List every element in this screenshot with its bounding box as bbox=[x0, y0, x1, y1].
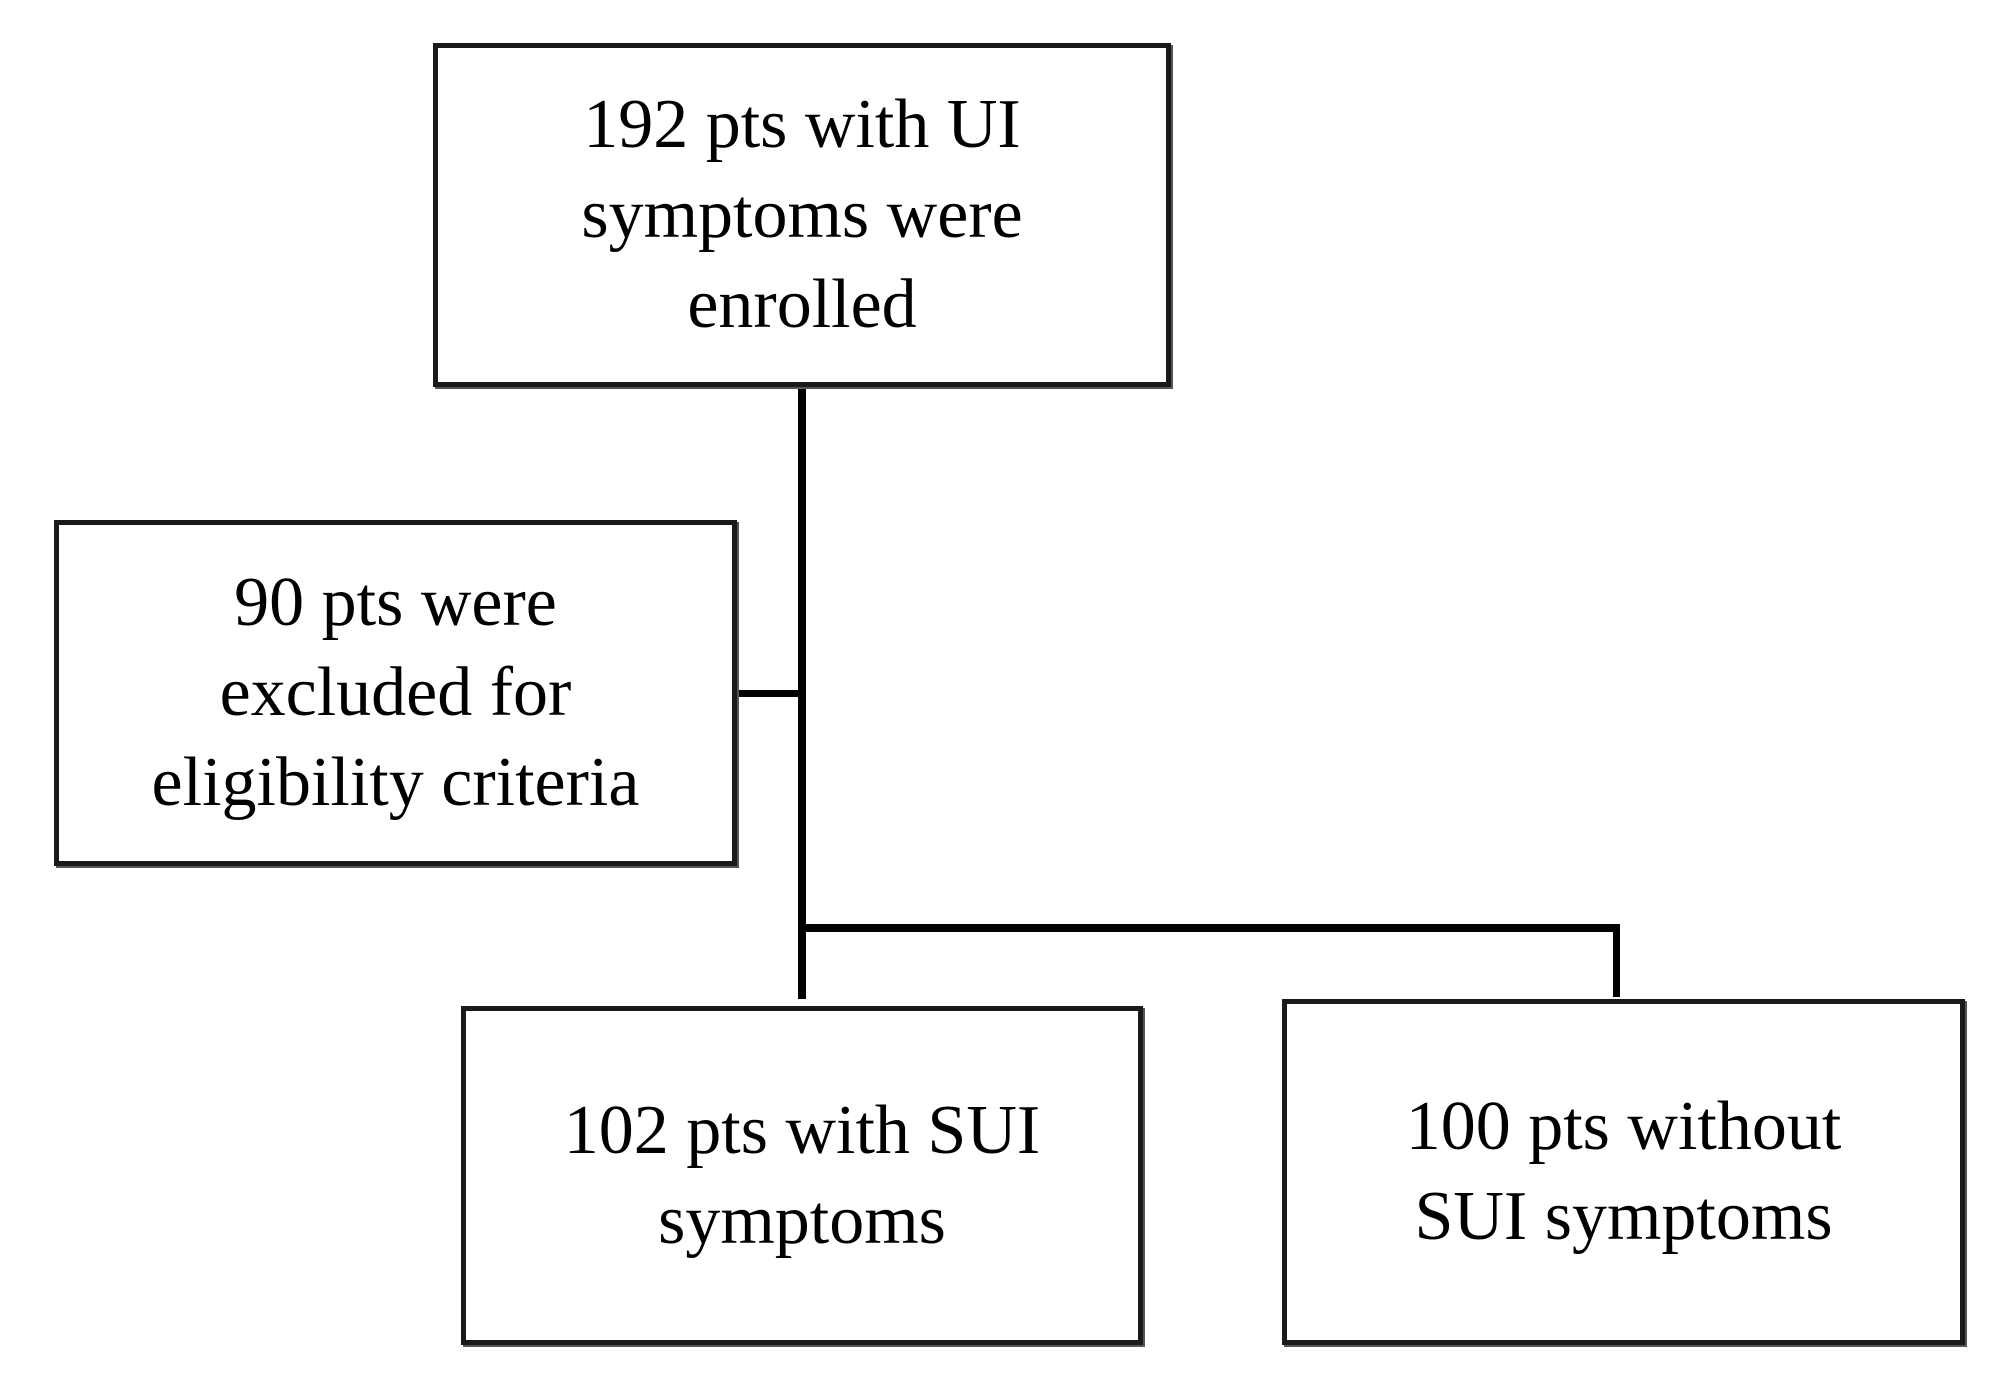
with-sui-line-2: symptoms bbox=[658, 1181, 946, 1259]
with-sui-line-1: 102 pts with SUI bbox=[563, 1091, 1041, 1169]
excluded-box: 90 pts were excluded for eligibility cri… bbox=[54, 520, 737, 866]
enrolled-box: 192 pts with UI symptoms were enrolled bbox=[433, 43, 1171, 387]
with-sui-text: 102 pts with SUI symptoms bbox=[564, 1086, 1040, 1266]
excluded-text: 90 pts were excluded for eligibility cri… bbox=[152, 558, 640, 828]
excluded-line-2: excluded for bbox=[219, 654, 572, 731]
without-sui-box: 100 pts without SUI symptoms bbox=[1282, 999, 1965, 1345]
without-sui-line-1: 100 pts without bbox=[1405, 1088, 1842, 1165]
connector-horizontal-split bbox=[798, 924, 1620, 932]
excluded-line-1: 90 pts were bbox=[234, 564, 557, 641]
enrolled-text: 192 pts with UI symptoms were enrolled bbox=[581, 80, 1022, 350]
enrolled-line-2: symptoms were bbox=[581, 176, 1023, 253]
connector-right-drop bbox=[1613, 924, 1620, 997]
connector-excluded-branch bbox=[733, 690, 806, 697]
excluded-line-3: eligibility criteria bbox=[151, 744, 640, 821]
enrolled-line-1: 192 pts with UI bbox=[583, 86, 1021, 163]
without-sui-text: 100 pts without SUI symptoms bbox=[1406, 1082, 1842, 1262]
enrolled-line-3: enrolled bbox=[687, 266, 917, 343]
with-sui-box: 102 pts with SUI symptoms bbox=[461, 1006, 1143, 1345]
without-sui-line-2: SUI symptoms bbox=[1414, 1178, 1833, 1255]
